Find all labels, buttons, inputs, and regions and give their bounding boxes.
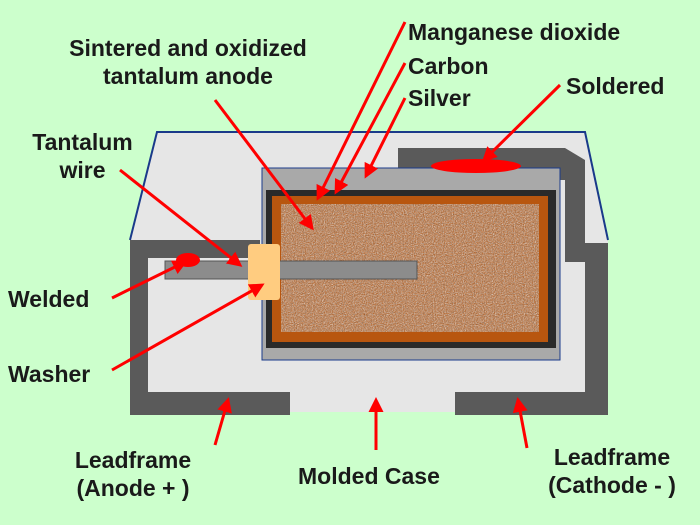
label-washer: Washer <box>8 361 91 387</box>
label-sintered-anode: Sintered and oxidized tantalum anode <box>48 34 328 90</box>
label-leadframe-cathode-line1: Leadframe <box>553 444 671 470</box>
label-leadframe-cathode-line2: (Cathode - ) <box>548 472 676 498</box>
label-manganese-dioxide: Manganese dioxide <box>408 19 621 45</box>
label-tantalum-line2: wire <box>59 157 106 183</box>
arrow-soldered <box>481 83 562 163</box>
label-carbon: Carbon <box>408 53 489 79</box>
arrow-leadframe-anode <box>213 397 232 446</box>
label-tantalum-wire: Tantalum wire <box>20 128 145 184</box>
arrow-washer <box>111 283 265 372</box>
label-leadframe-anode: Leadframe (Anode + ) <box>58 446 208 502</box>
arrow-welded <box>111 260 188 300</box>
label-soldered: Soldered <box>566 73 665 99</box>
molded-case-outline <box>129 131 609 241</box>
arrow-tantalum-wire <box>119 168 243 267</box>
leadframe-anode <box>130 240 290 415</box>
arrow-sintered <box>213 99 314 231</box>
arrow-silver <box>364 97 407 179</box>
label-welded: Welded <box>8 286 90 312</box>
label-tantalum-line1: Tantalum <box>32 129 133 155</box>
label-silver: Silver <box>408 85 471 111</box>
label-leadframe-anode-line1: Leadframe <box>74 447 192 473</box>
label-leadframe-cathode: Leadframe (Cathode - ) <box>532 443 692 499</box>
label-molded-case: Molded Case <box>298 463 440 489</box>
arrow-manganese <box>316 21 407 201</box>
tantalum-wire <box>164 260 418 280</box>
arrow-carbon <box>334 62 407 195</box>
label-sintered-line2: tantalum anode <box>103 63 273 89</box>
pointer-arrows <box>111 21 562 450</box>
solder-blob <box>431 159 521 173</box>
label-sintered-line1: Sintered and oxidized <box>69 35 307 61</box>
label-leadframe-anode-line2: (Anode + ) <box>76 475 190 501</box>
arrow-leadframe-cathode <box>512 397 529 449</box>
